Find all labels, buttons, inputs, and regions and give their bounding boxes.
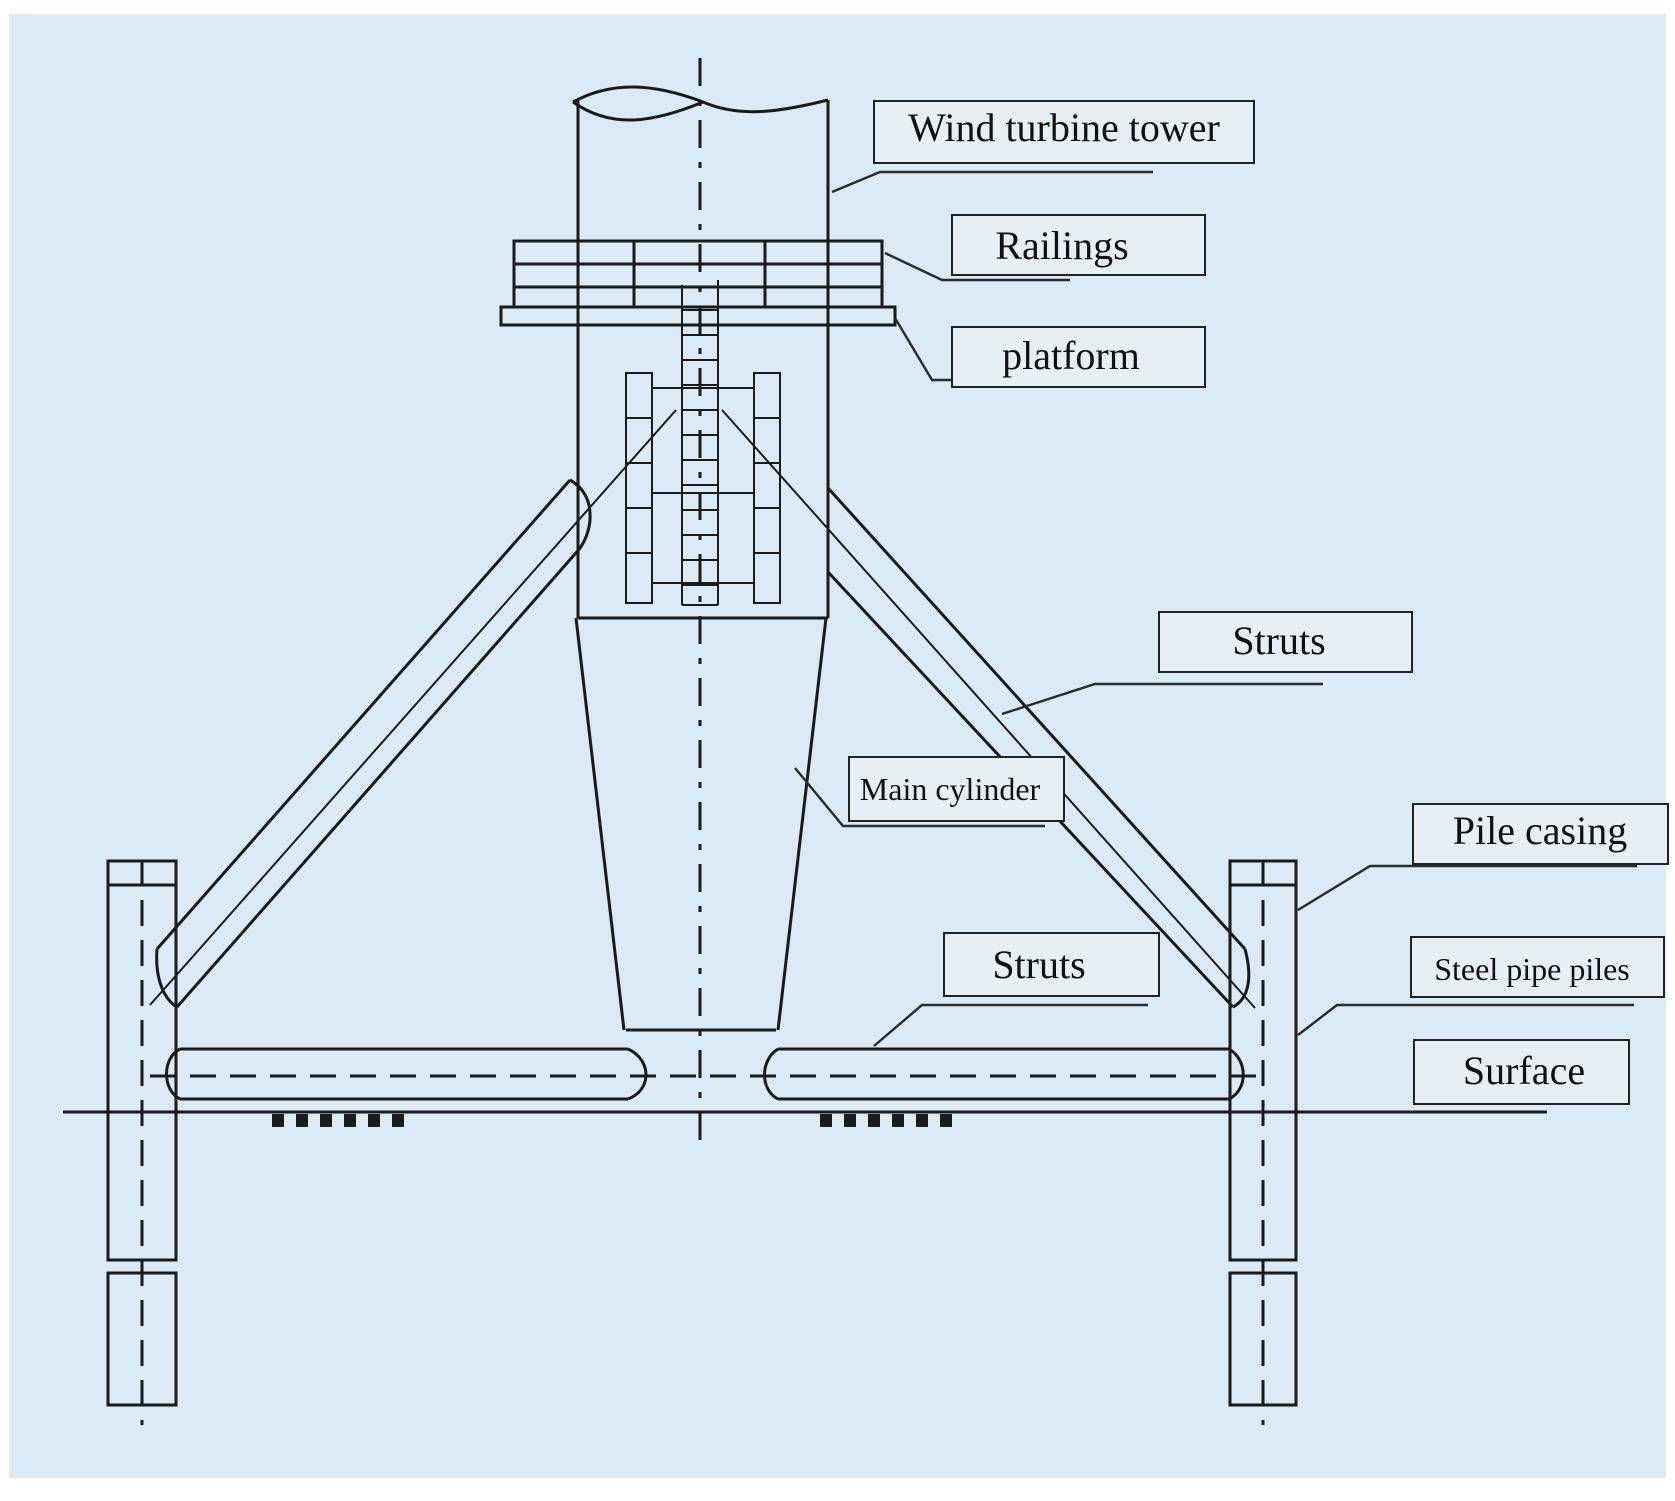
ladder bbox=[681, 280, 719, 606]
leader-main-cylinder bbox=[794, 767, 1045, 828]
label-main-cylinder-text: Main cylinder bbox=[860, 771, 1041, 807]
label-wind-turbine-tower-text: Wind turbine tower bbox=[908, 105, 1220, 150]
main-cylinder bbox=[574, 617, 828, 1032]
leader-platform bbox=[893, 317, 952, 382]
seabed-hatch-right bbox=[820, 1114, 952, 1127]
boat-landing bbox=[625, 372, 781, 604]
label-wind-turbine-tower: Wind turbine tower bbox=[873, 100, 1255, 164]
leader-steel-pipe-pile bbox=[1297, 1003, 1634, 1036]
platform bbox=[499, 305, 897, 327]
leader-struts-lower bbox=[873, 1003, 1148, 1047]
label-platform-text: platform bbox=[1002, 333, 1140, 378]
label-struts-upper-text: Struts bbox=[1232, 618, 1325, 663]
diagram-background bbox=[9, 14, 1666, 1478]
label-steel-pipe-piles: Steel pipe piles bbox=[1410, 936, 1665, 998]
label-surface-text: Surface bbox=[1463, 1048, 1585, 1093]
leader-wind-turbine-tower bbox=[831, 170, 1153, 194]
label-struts-lower: Struts bbox=[943, 932, 1160, 997]
leader-pile-casing bbox=[1297, 864, 1637, 912]
label-pile-casing-text: Pile casing bbox=[1453, 808, 1627, 853]
label-steel-pipe-piles-text: Steel pipe piles bbox=[1434, 951, 1630, 987]
leader-struts-upper bbox=[1001, 682, 1323, 716]
leader-railings bbox=[884, 251, 1070, 282]
label-pile-casing: Pile casing bbox=[1412, 803, 1669, 865]
left-diagonal-strut bbox=[149, 409, 677, 1009]
label-railings-text: Railings bbox=[995, 223, 1128, 268]
label-struts-lower-text: Struts bbox=[992, 942, 1085, 987]
seabed-hatch-left bbox=[272, 1114, 404, 1127]
label-platform: platform bbox=[951, 326, 1206, 388]
label-struts-upper: Struts bbox=[1158, 611, 1413, 673]
label-railings: Railings bbox=[951, 214, 1206, 276]
label-main-cylinder: Main cylinder bbox=[848, 756, 1065, 822]
wind-turbine-tower bbox=[572, 85, 830, 620]
label-surface: Surface bbox=[1413, 1039, 1630, 1105]
